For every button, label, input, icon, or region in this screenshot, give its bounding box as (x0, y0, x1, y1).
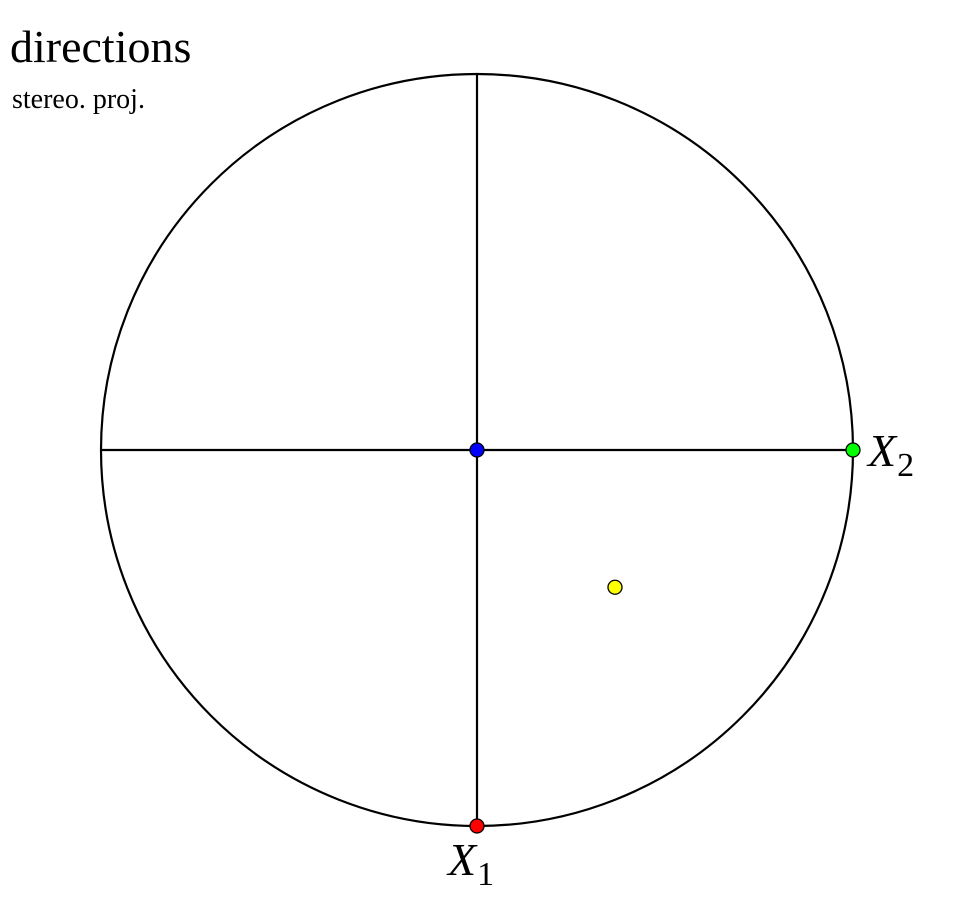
x1-axis-subscript: 1 (477, 856, 494, 893)
diagram-title: directions (10, 21, 191, 72)
x1-axis-point (469, 818, 485, 834)
diagram-subtitle: stereo. proj. (12, 84, 145, 115)
x2-axis-label: X2 (866, 425, 914, 484)
center-point (469, 442, 485, 458)
x1-axis-letter: X (446, 834, 478, 885)
points-layer (469, 442, 861, 834)
x1-axis-label: X1 (446, 834, 494, 893)
x2-axis-point (845, 442, 861, 458)
x2-axis-letter: X (866, 425, 898, 476)
direction-point (607, 579, 623, 595)
x2-axis-subscript: 2 (897, 447, 914, 484)
